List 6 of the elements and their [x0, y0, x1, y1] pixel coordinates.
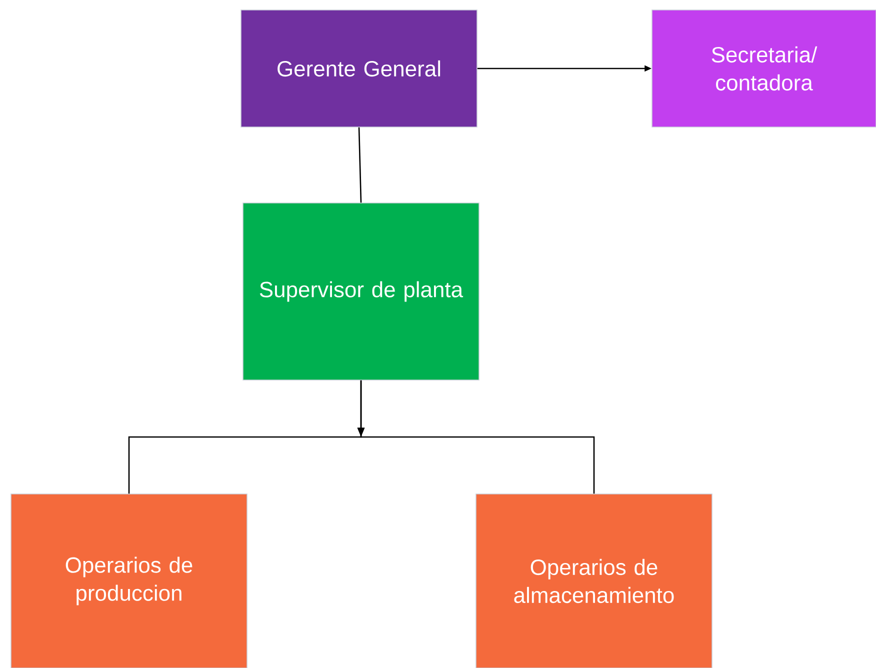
org-box: Operarios de produccion — [10, 494, 248, 668]
org-box: Gerente General — [240, 10, 478, 128]
org-box: Supervisor de planta — [242, 202, 480, 380]
org-box: Secretaria/ contadora — [652, 10, 876, 128]
connector — [358, 127, 362, 203]
org-box: Operarios de almacenamiento — [476, 494, 712, 668]
